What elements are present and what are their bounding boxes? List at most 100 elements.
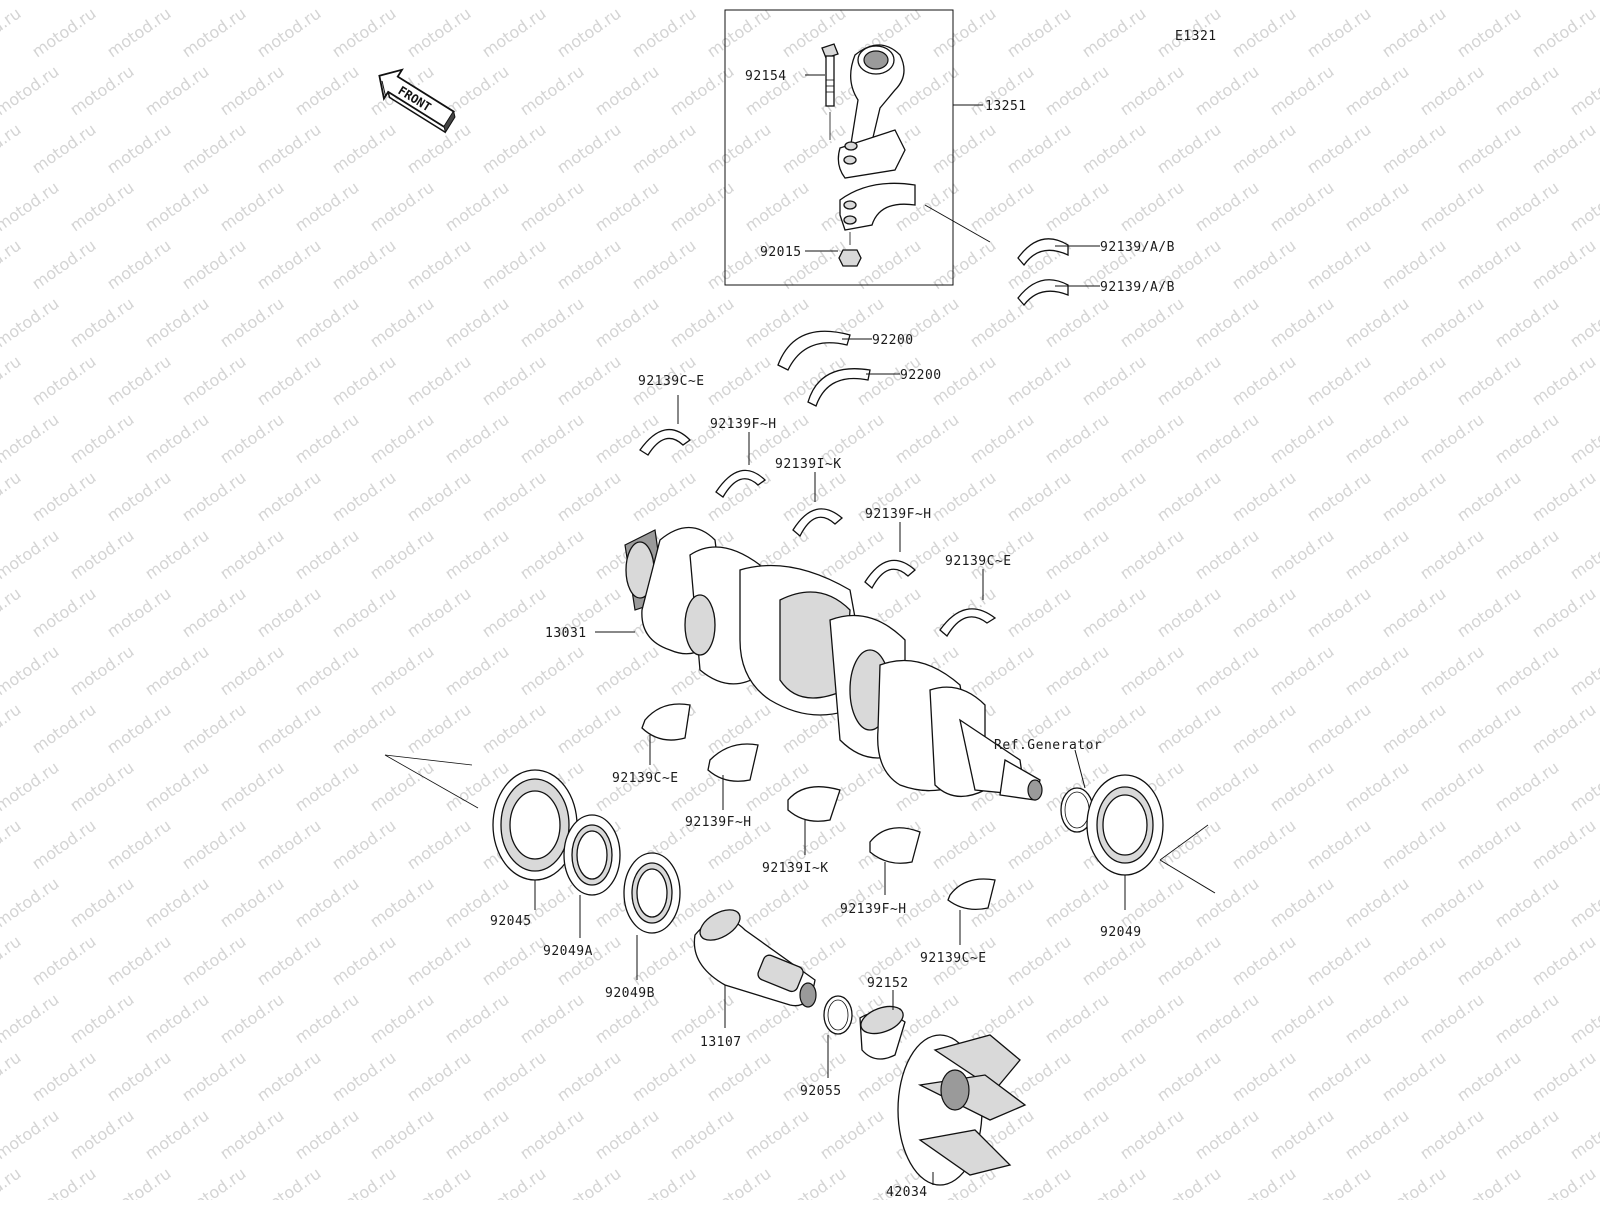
watermark-text: motod.ru <box>1041 62 1112 120</box>
watermark-text: motod.ru <box>1191 1106 1262 1164</box>
watermark-text: motod.ru <box>1416 526 1487 584</box>
watermark-text: motod.ru <box>553 236 624 294</box>
watermark-text: motod.ru <box>328 700 399 758</box>
watermark-text: motod.ru <box>328 816 399 874</box>
watermark-text: motod.ru <box>516 0 587 3</box>
watermark-text: motod.ru <box>1528 120 1599 178</box>
watermark-text: motod.ru <box>28 236 99 294</box>
watermark-text: motod.ru <box>1453 700 1524 758</box>
watermark-text: motod.ru <box>178 584 249 642</box>
watermark-text: motod.ru <box>553 468 624 526</box>
callout-92139ik-2: 92139I~K <box>762 861 829 876</box>
callout-92139-ab-lower: 92139/A/B <box>1100 280 1175 295</box>
watermark-text: motod.ru <box>66 62 137 120</box>
watermark-text: motod.ru <box>553 1164 624 1200</box>
watermark-text: motod.ru <box>1153 1164 1224 1200</box>
watermark-text: motod.ru <box>1566 294 1600 352</box>
watermark-text: motod.ru <box>0 0 62 3</box>
watermark-text: motod.ru <box>1041 990 1112 1048</box>
watermark-text: motod.ru <box>1228 700 1299 758</box>
callout-92049b: 92049B <box>605 986 655 1001</box>
watermark-text: motod.ru <box>778 4 849 62</box>
watermark-text: motod.ru <box>103 1164 174 1200</box>
diagram-code: E1321 <box>1175 29 1217 44</box>
watermark-text: motod.ru <box>441 178 512 236</box>
watermark-text: motod.ru <box>403 816 474 874</box>
watermark-text: motod.ru <box>66 0 137 3</box>
watermark-text: motod.ru <box>1341 874 1412 932</box>
watermark-text: motod.ru <box>216 410 287 468</box>
watermark-text: motod.ru <box>1266 758 1337 816</box>
watermark-text: motod.ru <box>1153 468 1224 526</box>
watermark-text: motod.ru <box>441 294 512 352</box>
watermark-text: motod.ru <box>1116 62 1187 120</box>
watermark-text: motod.ru <box>0 4 24 62</box>
watermark-text: motod.ru <box>328 1048 399 1106</box>
watermark-text: motod.ru <box>141 178 212 236</box>
watermark-text: motod.ru <box>28 584 99 642</box>
watermark-text: motod.ru <box>253 236 324 294</box>
callout-92139ce-1: 92139C~E <box>638 374 705 389</box>
watermark-text: motod.ru <box>478 932 549 990</box>
watermark-text: motod.ru <box>1003 352 1074 410</box>
watermark-text: motod.ru <box>1528 700 1599 758</box>
watermark-text: motod.ru <box>478 1048 549 1106</box>
watermark-text: motod.ru <box>1228 236 1299 294</box>
watermark-text: motod.ru <box>703 1164 774 1200</box>
watermark-text: motod.ru <box>0 468 24 526</box>
watermark-text: motod.ru <box>1341 62 1412 120</box>
watermark-text: motod.ru <box>178 700 249 758</box>
watermark-text: motod.ru <box>28 1164 99 1200</box>
watermark-text: motod.ru <box>1153 352 1224 410</box>
watermark-text: motod.ru <box>1266 526 1337 584</box>
watermark-text: motod.ru <box>291 758 362 816</box>
watermark-text: motod.ru <box>553 352 624 410</box>
watermark-text: motod.ru <box>703 4 774 62</box>
watermark-text: motod.ru <box>628 4 699 62</box>
watermark-text: motod.ru <box>328 4 399 62</box>
watermark-text: motod.ru <box>0 932 24 990</box>
watermark-text: motod.ru <box>0 294 62 352</box>
watermark-text: motod.ru <box>1378 816 1449 874</box>
drive-shaft-13107 <box>693 909 817 1008</box>
watermark-text: motod.ru <box>216 874 287 932</box>
watermark-text: motod.ru <box>1566 990 1600 1048</box>
watermark-text: motod.ru <box>628 932 699 990</box>
oil-seal-92049a <box>563 814 621 896</box>
watermark-text: motod.ru <box>1041 1106 1112 1164</box>
watermark-text: motod.ru <box>1491 758 1562 816</box>
watermark-text: motod.ru <box>741 874 812 932</box>
watermark-text: motod.ru <box>216 0 287 3</box>
watermark-text: motod.ru <box>703 120 774 178</box>
watermark-text: motod.ru <box>403 236 474 294</box>
watermark-text: motod.ru <box>928 120 999 178</box>
watermark-text: motod.ru <box>403 352 474 410</box>
watermark-text: motod.ru <box>1528 584 1599 642</box>
watermark-text: motod.ru <box>1266 410 1337 468</box>
watermark-text: motod.ru <box>253 1164 324 1200</box>
watermark-text: motod.ru <box>1416 990 1487 1048</box>
watermark-text: motod.ru <box>253 1048 324 1106</box>
watermark-text: motod.ru <box>0 700 24 758</box>
watermark-text: motod.ru <box>403 4 474 62</box>
watermark-text: motod.ru <box>816 1106 887 1164</box>
watermark-text: motod.ru <box>553 1048 624 1106</box>
watermark-text: motod.ru <box>66 1106 137 1164</box>
watermark-text: motod.ru <box>553 4 624 62</box>
watermark-text: motod.ru <box>1566 1106 1600 1164</box>
watermark-text: motod.ru <box>1416 410 1487 468</box>
watermark-text: motod.ru <box>1003 816 1074 874</box>
watermark-text: motod.ru <box>1303 4 1374 62</box>
watermark-text: motod.ru <box>178 236 249 294</box>
watermark-text: motod.ru <box>1078 468 1149 526</box>
watermark-text: motod.ru <box>1153 932 1224 990</box>
watermark-text: motod.ru <box>0 874 62 932</box>
watermark-text: motod.ru <box>516 642 587 700</box>
watermark-text: motod.ru <box>666 62 737 120</box>
watermark-text: motod.ru <box>1303 816 1374 874</box>
watermark-text: motod.ru <box>178 120 249 178</box>
watermark-text: motod.ru <box>141 758 212 816</box>
watermark-text: motod.ru <box>103 932 174 990</box>
watermark-text: motod.ru <box>216 990 287 1048</box>
watermark-text: motod.ru <box>141 874 212 932</box>
